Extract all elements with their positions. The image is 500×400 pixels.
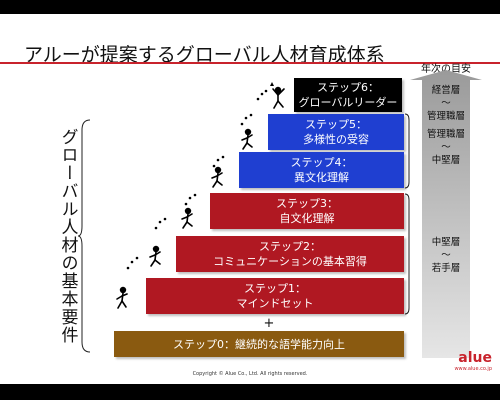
step-5-number: ステップ5： (305, 118, 367, 131)
step-0-box: ステップ0：継続的な語学能力向上 (114, 331, 404, 357)
step-2-number: ステップ2： (259, 240, 321, 253)
figure-step4 (211, 166, 223, 188)
figure-step3 (181, 207, 193, 229)
step-1-label: マインドセット (236, 297, 314, 310)
level-group-1: 経営層 ～ 管理職層 (413, 84, 479, 123)
step-4-box: ステップ4： 異文化理解 (239, 152, 404, 188)
level-1-tilde: ～ (441, 98, 451, 109)
level-2-tilde: ～ (441, 142, 451, 153)
up-arrow (410, 70, 482, 358)
step-6-box: ステップ6： グローバルリーダー (294, 78, 402, 112)
step-3-label: 自文化理解 (279, 212, 335, 225)
left-brace (78, 119, 91, 353)
page-title: アルーが提案するグローバル人材育成体系 (24, 44, 385, 66)
step-2-label: コミュニケーションの基本習得 (213, 255, 367, 268)
left-vertical-label: グローバル人材の基本要件 (57, 128, 78, 344)
step-1-number: ステップ1： (244, 282, 306, 295)
step-6-number: ステップ6： (317, 81, 379, 94)
step-5-label: 多様性の受容 (303, 133, 369, 146)
level-1-bottom: 管理職層 (426, 111, 465, 122)
plus-sign: + (263, 316, 275, 331)
level-2-bottom: 中堅層 (431, 155, 461, 166)
step-5-box: ステップ5： 多様性の受容 (268, 114, 404, 150)
step-1-box: ステップ1： マインドセット (146, 278, 404, 314)
dotted-trail (126, 89, 268, 270)
level-3-bottom: 若手層 (431, 263, 461, 274)
step-0-label: ステップ0：継続的な語学能力向上 (173, 337, 345, 351)
step-2-box: ステップ2： コミュニケーションの基本習得 (176, 236, 404, 272)
level-group-3: 中堅層 ～ 若手層 (413, 236, 479, 275)
right-braces (404, 113, 410, 315)
step-3-box: ステップ3： 自文化理解 (210, 193, 404, 229)
alue-logo: alue (458, 350, 492, 366)
logo-url: www.alue.co.jp (454, 366, 492, 372)
figure-step5 (241, 128, 253, 150)
step-6-label: グローバルリーダー (298, 96, 398, 109)
copyright-footer: Copyright © Alue Co., Ltd. All rights re… (192, 371, 308, 377)
level-1-top: 経営層 (431, 85, 461, 96)
level-group-2: 管理職層 ～ 中堅層 (413, 128, 479, 167)
step-3-number: ステップ3： (276, 197, 338, 210)
figure-step1 (116, 286, 128, 309)
level-3-tilde: ～ (441, 250, 451, 261)
career-level-header: 年次の目安 (421, 64, 471, 75)
level-2-top: 管理職層 (426, 129, 465, 140)
step-4-label: 異文化理解 (294, 171, 349, 184)
level-3-top: 中堅層 (431, 237, 461, 248)
bottom-black-band (0, 384, 500, 400)
title-underline (0, 62, 500, 64)
figure-step6-cheering (270, 82, 285, 109)
step-4-number: ステップ4： (290, 156, 353, 169)
figure-step2 (149, 245, 161, 267)
top-black-band (0, 0, 500, 14)
